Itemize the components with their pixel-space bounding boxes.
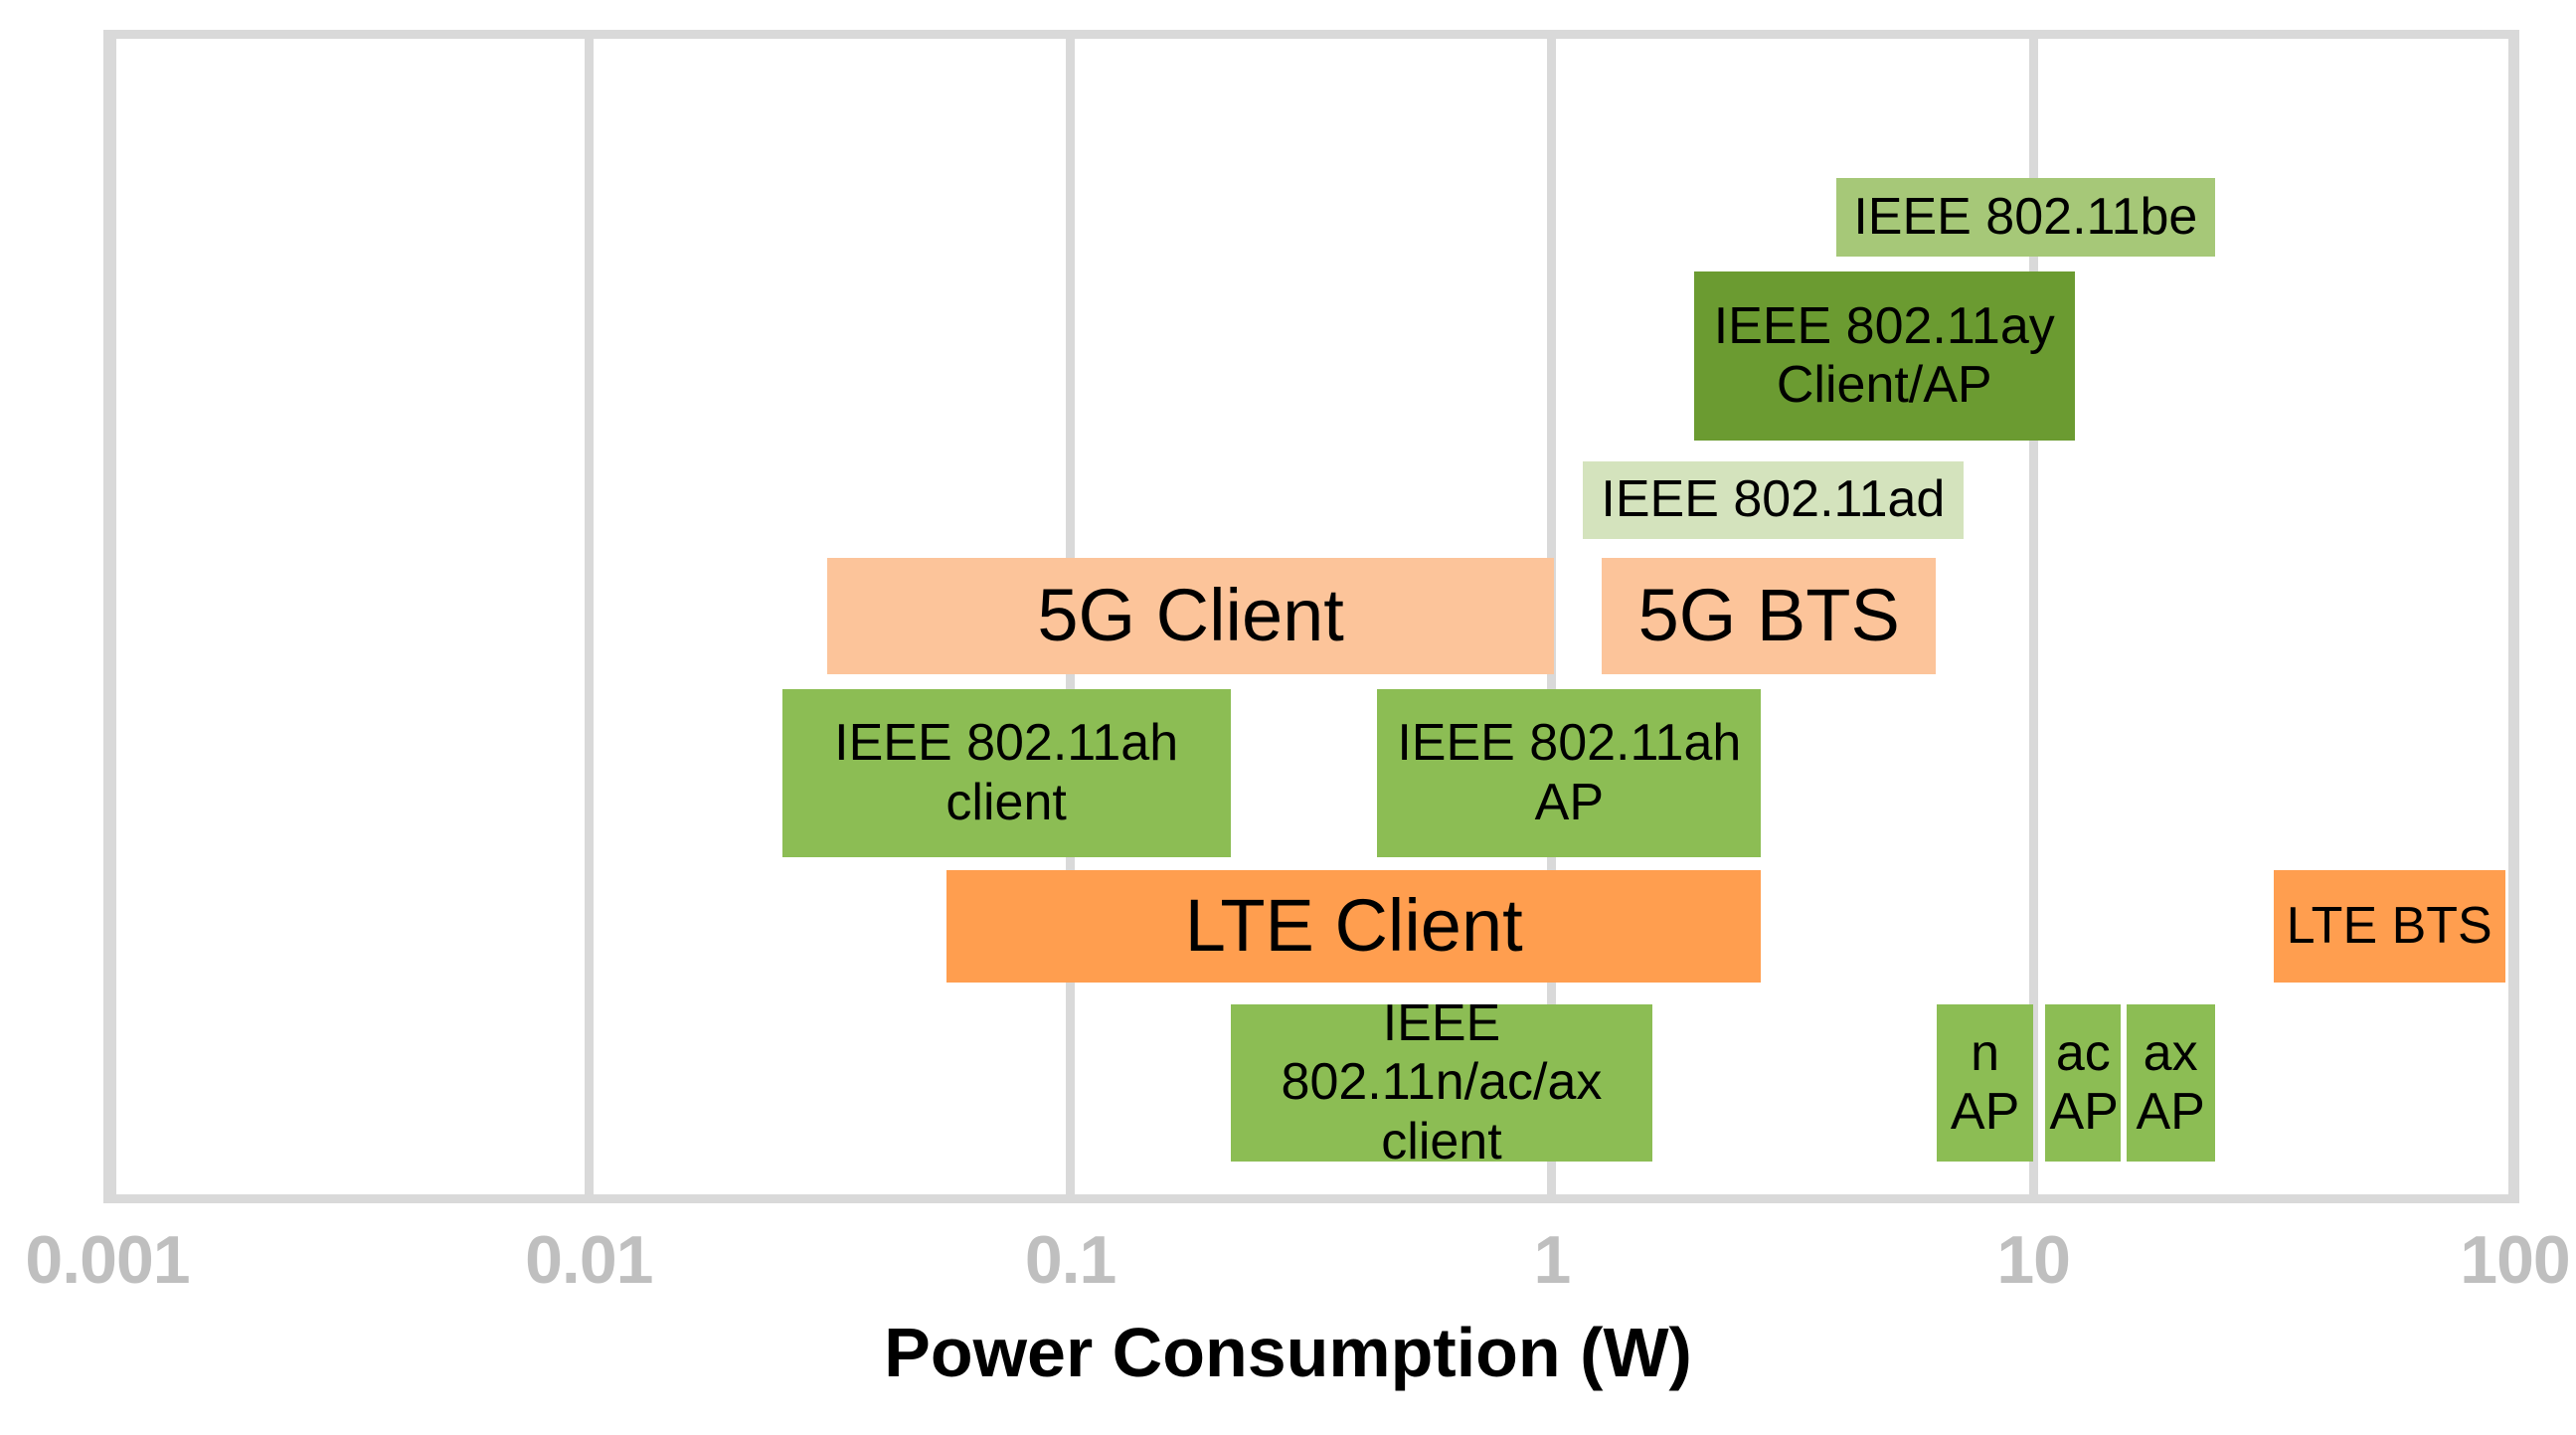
x-axis-title: Power Consumption (W) bbox=[884, 1314, 1692, 1391]
gridline-100 bbox=[2510, 30, 2519, 1203]
bar-label: IEEE 802.11be bbox=[1853, 187, 2198, 246]
x-tick-label-10: 10 bbox=[1996, 1222, 2071, 1298]
bar-3: 5G Client bbox=[827, 558, 1554, 674]
x-tick-label-0.001: 0.001 bbox=[25, 1222, 190, 1298]
bar-9: IEEE 802.11n/ac/ax client bbox=[1230, 994, 1653, 1170]
bar-label: ac AP bbox=[2049, 1023, 2119, 1141]
x-tick-label-0.1: 0.1 bbox=[1024, 1222, 1117, 1298]
bar-label: n AP bbox=[1950, 1023, 2020, 1141]
bar-4: 5G BTS bbox=[1602, 558, 1937, 674]
bar-label: IEEE 802.11ah client bbox=[834, 714, 1179, 831]
bar-label: IEEE 802.11ad bbox=[1601, 470, 1946, 529]
bar-8: LTE BTS bbox=[2273, 870, 2505, 983]
bar-label: ax AP bbox=[2136, 1023, 2205, 1141]
bar-6: IEEE 802.11ah AP bbox=[1377, 689, 1762, 857]
bar-10: n AP bbox=[1937, 1004, 2034, 1162]
bar-label: IEEE 802.11ah AP bbox=[1397, 714, 1742, 831]
bar-label: 5G Client bbox=[1037, 574, 1344, 657]
bar-11: ac AP bbox=[2045, 1004, 2122, 1162]
bar-label: IEEE 802.11ay Client/AP bbox=[1713, 296, 2055, 414]
bar-7: LTE Client bbox=[946, 870, 1762, 983]
bar-label: LTE Client bbox=[1184, 884, 1523, 968]
gridline-0.001 bbox=[102, 30, 112, 1203]
bar-label: IEEE 802.11n/ac/ax client bbox=[1281, 994, 1603, 1170]
gridline-0.01 bbox=[584, 30, 594, 1203]
bar-label: LTE BTS bbox=[2286, 896, 2492, 955]
bar-12: ax AP bbox=[2126, 1004, 2215, 1162]
bar-0: IEEE 802.11be bbox=[1836, 178, 2215, 257]
x-tick-label-100: 100 bbox=[2460, 1222, 2570, 1298]
bar-1: IEEE 802.11ay Client/AP bbox=[1693, 271, 2075, 441]
x-tick-label-1: 1 bbox=[1533, 1222, 1571, 1298]
bar-5: IEEE 802.11ah client bbox=[781, 689, 1231, 857]
bar-label: 5G BTS bbox=[1637, 574, 1900, 657]
bar-2: IEEE 802.11ad bbox=[1583, 461, 1964, 539]
gridline-10 bbox=[2028, 30, 2038, 1203]
x-tick-label-0.01: 0.01 bbox=[525, 1222, 653, 1298]
